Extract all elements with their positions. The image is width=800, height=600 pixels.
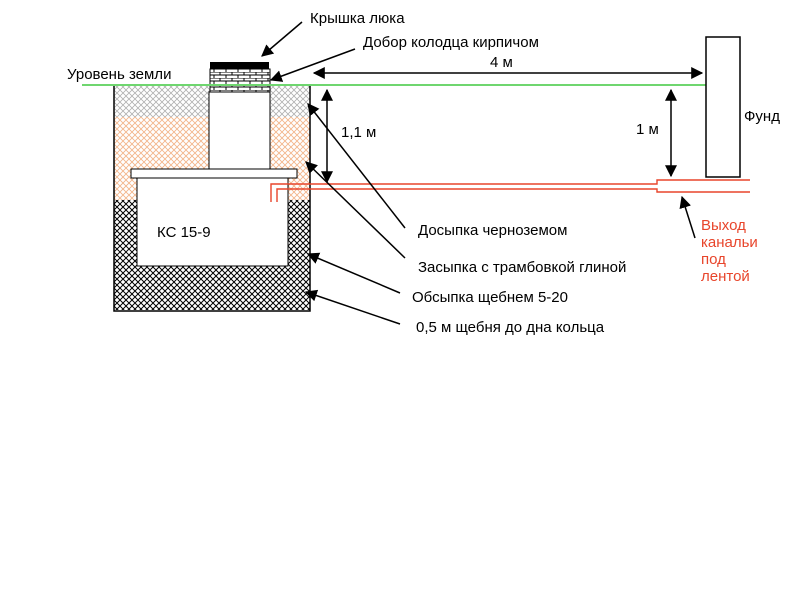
sewer-outlet-line-1: Выход xyxy=(701,217,746,234)
clay-leader xyxy=(305,161,406,259)
pit-outline xyxy=(113,86,311,312)
topsoil-leader xyxy=(307,103,406,229)
distance-4m-label: 4 м xyxy=(490,54,513,71)
ground-level-label: Уровень земли xyxy=(67,66,172,83)
gravel-leader xyxy=(306,252,401,294)
clay-backfill-label: Засыпка с трамбовкой глиной xyxy=(418,259,627,276)
brick-leader xyxy=(269,48,356,82)
manhole-cover-label: Крышка люка xyxy=(310,10,405,27)
sewer-pipe xyxy=(270,179,750,202)
cover-leader xyxy=(261,21,303,57)
gravel-bottom-label: 0,5 м щебня до дна кольца xyxy=(416,319,605,336)
well-ring xyxy=(136,177,289,267)
foundation xyxy=(705,36,741,178)
foundation-label: Фунд xyxy=(744,108,780,125)
well-ring-label: КС 15-9 xyxy=(157,224,211,241)
depth-1m-label: 1 м xyxy=(636,121,659,138)
sewer-outlet-label: Выход канальи под лентой xyxy=(701,217,758,285)
well-neck xyxy=(208,91,271,171)
brick-extension xyxy=(209,68,271,93)
bottom-leader xyxy=(304,289,401,325)
outlet-leader xyxy=(679,195,696,239)
manhole-cover xyxy=(210,62,269,69)
sewer-outlet-line-2: канальи xyxy=(701,234,758,251)
topsoil-label: Досыпка черноземом xyxy=(418,222,568,239)
sewer-outlet-line-4: лентой xyxy=(701,268,750,285)
depth-1-1m-label: 1,1 м xyxy=(341,124,377,141)
well-slab xyxy=(130,168,298,179)
brick-extension-label: Добор колодца кирпичом xyxy=(363,34,539,51)
gravel-fill-label: Обсыпка щебнем 5-20 xyxy=(412,289,568,306)
sewer-outlet-line-3: под xyxy=(701,251,726,268)
